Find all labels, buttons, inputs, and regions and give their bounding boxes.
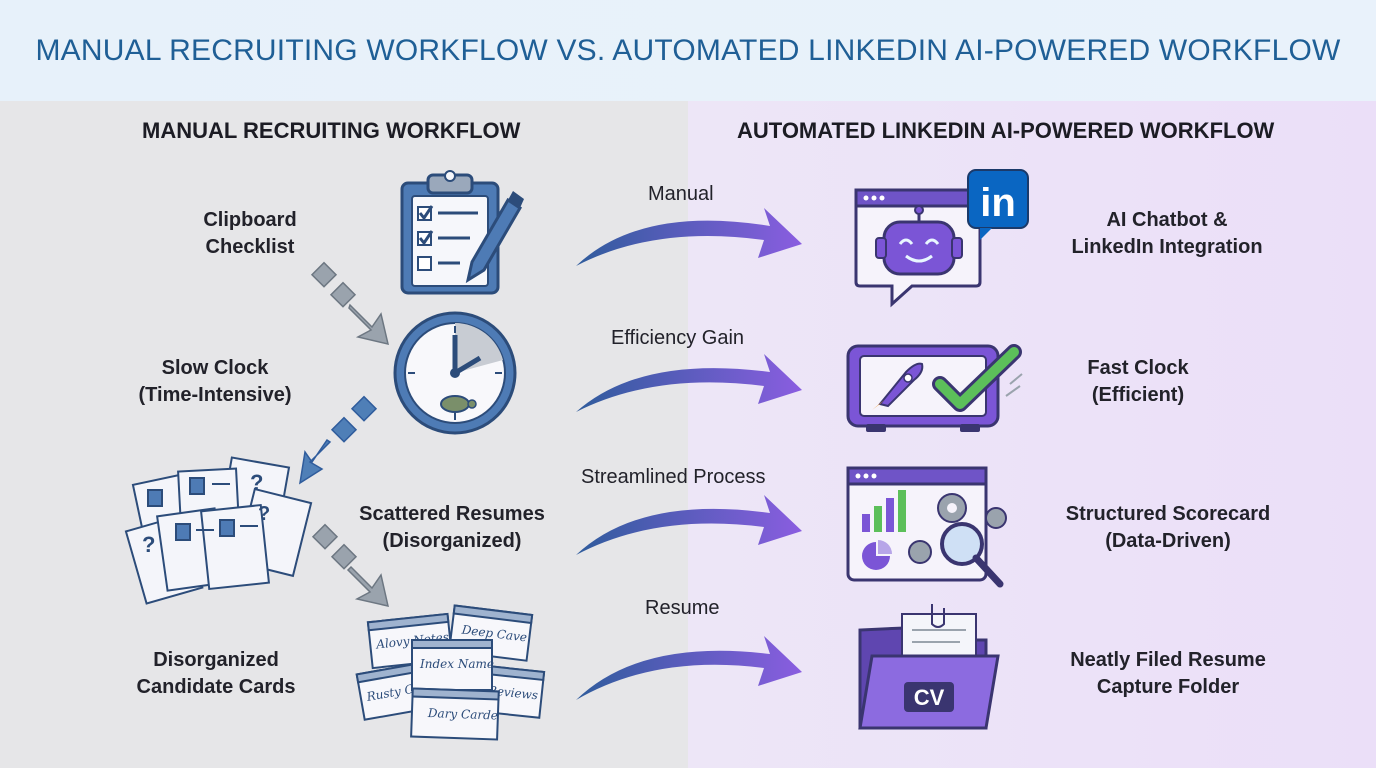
transition-label-manual: Manual xyxy=(648,183,714,205)
fast-clock-label: Fast Clock(Efficient) xyxy=(1087,357,1189,406)
svg-text:?: ? xyxy=(258,503,270,525)
structured-scorecard-label: Structured Scorecard(Data-Driven) xyxy=(1065,503,1271,552)
scattered-resumes-icon: ? ? ? xyxy=(124,456,313,605)
svg-text:?: ? xyxy=(250,470,263,495)
ai-chatbot-linkedin-icon: in xyxy=(854,169,1029,308)
svg-text:CV: CV xyxy=(914,685,945,710)
svg-text:Index Name: Index Name xyxy=(419,657,494,671)
manual-workflow-heading: MANUAL RECRUITING WORKFLOW xyxy=(142,118,521,143)
transition-arrow-4 xyxy=(576,636,802,700)
slow-clock-turtle-icon xyxy=(393,311,517,435)
step-arrow-3 xyxy=(311,523,389,607)
svg-text:?: ? xyxy=(142,532,155,557)
svg-text:Dary Carde: Dary Carde xyxy=(427,706,498,722)
automated-workflow-heading: AUTOMATED LINKEDIN AI-POWERED WORKFLOW xyxy=(737,118,1275,143)
slow-clock-label: Slow Clock(Time-Intensive) xyxy=(138,357,292,406)
cv-folder-icon: CV xyxy=(858,604,1000,730)
clipboard-checklist-icon xyxy=(400,170,524,295)
scorecard-dashboard-icon xyxy=(846,466,1007,588)
ai-chatbot-label: AI Chatbot &LinkedIn Integration xyxy=(1071,209,1263,258)
transition-label-streamlined: Streamlined Process xyxy=(581,466,766,488)
candidate-cards-icon: Alovy Notes Deep Cave Rusty Ca Reviews I… xyxy=(355,604,546,741)
transition-arrow-1 xyxy=(576,208,802,266)
transition-arrow-2 xyxy=(576,354,802,412)
page-title: MANUAL RECRUITING WORKFLOW VS. AUTOMATED… xyxy=(35,34,1341,67)
transition-label-resume: Resume xyxy=(645,597,720,619)
scattered-resumes-label: Scattered Resumes(Disorganized) xyxy=(359,503,545,552)
title-bar: MANUAL RECRUITING WORKFLOW VS. AUTOMATED… xyxy=(0,0,1376,101)
automated-workflow-panel xyxy=(688,101,1376,768)
transition-label-efficiency: Efficiency Gain xyxy=(611,327,745,349)
fast-clock-rocket-icon xyxy=(846,344,1023,432)
step-arrow-1 xyxy=(310,261,390,346)
transition-arrow-3 xyxy=(576,495,802,555)
svg-text:in: in xyxy=(980,181,1016,225)
step-arrow-2 xyxy=(298,395,378,485)
